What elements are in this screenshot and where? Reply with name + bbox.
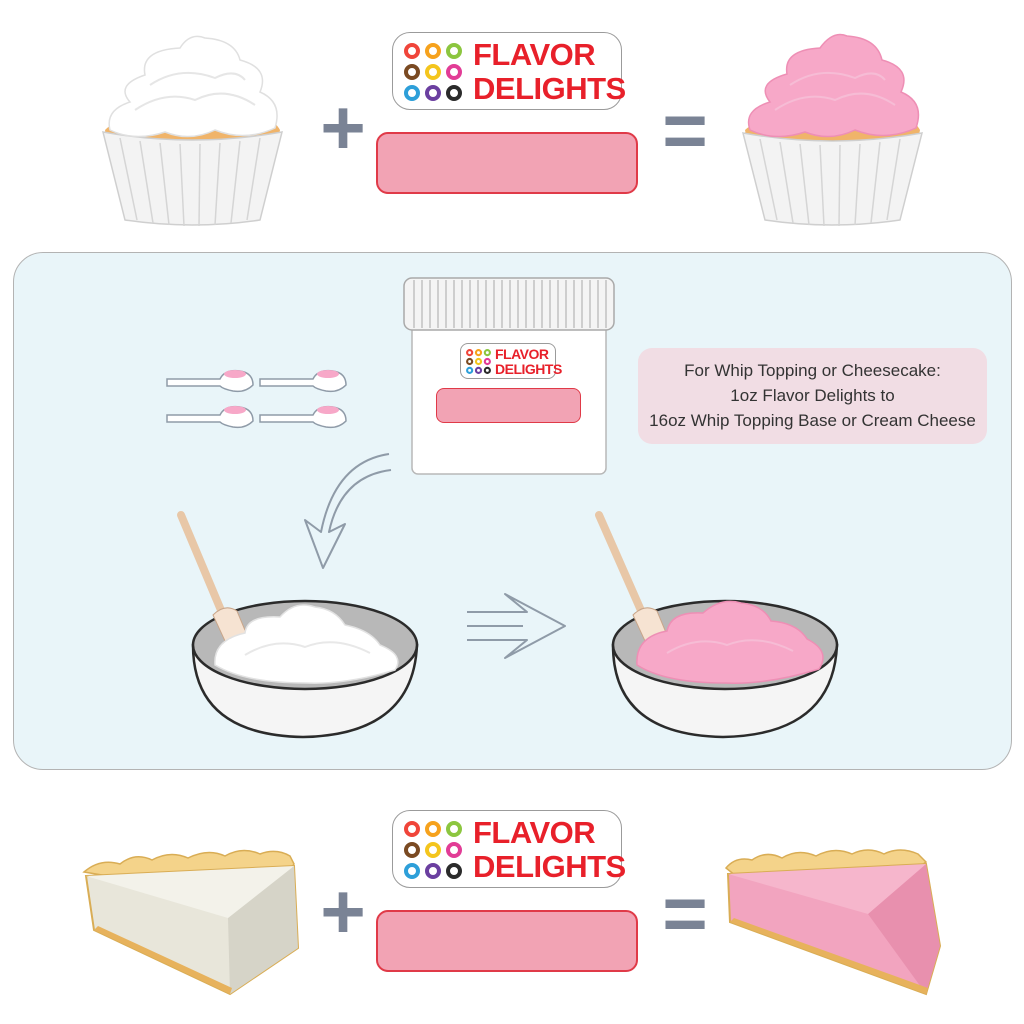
white-cupcake-icon bbox=[101, 35, 284, 227]
right-arrow-icon bbox=[467, 593, 566, 659]
flavor-label-bar bbox=[376, 132, 638, 194]
instructions-box: For Whip Topping or Cheesecake: 1oz Flav… bbox=[638, 348, 987, 444]
jar-logo-line-2: DELIGHTS bbox=[495, 361, 562, 377]
pink-pie-slice-icon bbox=[724, 849, 942, 996]
plus-sign: + bbox=[320, 83, 366, 171]
bowl-pink-whip-icon bbox=[595, 511, 839, 739]
flavor-label-bar-bottom bbox=[376, 910, 638, 972]
equals-sign: = bbox=[662, 86, 708, 174]
curved-arrow-icon bbox=[304, 453, 392, 569]
white-pie-slice-icon bbox=[82, 849, 300, 996]
pink-cupcake-icon bbox=[741, 33, 924, 227]
instructions-line-3: 16oz Whip Topping Base or Cream Cheese bbox=[649, 411, 976, 430]
logo-line-2-bottom: DELIGHTS bbox=[473, 849, 626, 884]
color-dots-icon bbox=[404, 43, 462, 101]
bowl-white-whip-icon bbox=[177, 511, 419, 739]
flavor-delights-logo-bottom: FLAVOR DELIGHTS bbox=[392, 810, 626, 888]
measuring-scoops-icon bbox=[166, 369, 347, 429]
jar-logo: FLAVOR DELIGHTS bbox=[460, 343, 562, 379]
flavor-delights-logo: FLAVOR DELIGHTS bbox=[392, 32, 626, 110]
jar-logo-line-1: FLAVOR bbox=[495, 346, 549, 362]
color-dots-icon bbox=[466, 349, 491, 374]
instructions-line-1: For Whip Topping or Cheesecake: bbox=[684, 361, 941, 380]
jar-label-bar bbox=[436, 388, 581, 423]
equals-sign-bottom: = bbox=[662, 869, 708, 957]
instructions-line-2: 1oz Flavor Delights to bbox=[730, 386, 895, 405]
color-dots-icon bbox=[404, 821, 462, 879]
logo-line-1-bottom: FLAVOR bbox=[473, 815, 596, 850]
logo-line-1: FLAVOR bbox=[473, 37, 596, 72]
logo-line-2: DELIGHTS bbox=[473, 71, 626, 106]
plus-sign-bottom: + bbox=[320, 867, 366, 955]
